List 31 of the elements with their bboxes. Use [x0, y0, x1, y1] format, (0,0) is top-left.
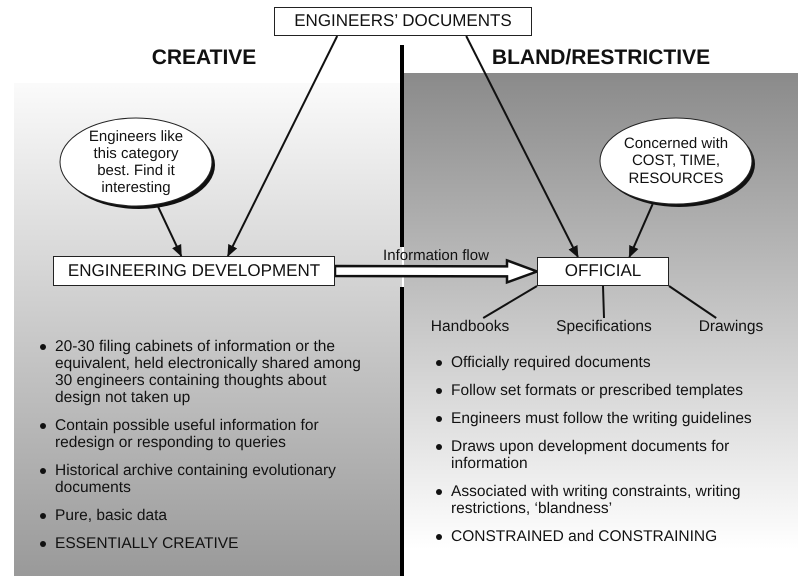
bullet-text: Engineers must follow the writing guidelines: [451, 410, 752, 427]
arrow: [156, 206, 182, 257]
section-heading: CREATIVE: [152, 46, 256, 70]
connector-line: [668, 285, 717, 319]
bullet-text: Pure, basic data: [55, 507, 168, 524]
bullet-text: Draws upon development documents for information: [451, 438, 730, 472]
edge-label: Information flow: [383, 247, 489, 264]
bullet-text: CONSTRAINED and CONSTRAINING: [451, 528, 718, 545]
callout-text: Concerned with COST, TIME, RESOURCES: [622, 135, 730, 187]
bullet-text: Historical archive containing evolutionary documents: [55, 462, 337, 496]
connector-line: [482, 285, 538, 319]
bullet-text: Officially required documents: [451, 354, 651, 371]
arrow: [465, 36, 579, 258]
category-label: Drawings: [694, 318, 768, 338]
arrow: [226, 36, 338, 257]
bullet-text: ESSENTIALLY CREATIVE: [55, 535, 238, 552]
bullet-text: Contain possible useful information for redesign or responding to queries: [55, 417, 320, 451]
bullet-text: 20-30 filing cabinets of information or the equivalent, held electronically shared among 30 engineers containing thoughts about design not taken up: [55, 338, 362, 406]
document-box: ENGINEERING DEVELOPMENT: [53, 256, 335, 286]
section-heading: BLAND/RESTRICTIVE: [492, 46, 710, 70]
callout-ellipse: [598, 116, 754, 206]
category-label: Specifications: [550, 318, 658, 338]
callout-ellipse: [58, 116, 214, 208]
connector-line: [602, 286, 605, 318]
bullet-text: Follow set formats or prescribed templates: [451, 382, 744, 399]
category-label: Handbooks: [426, 318, 514, 338]
bullet-text: Associated with writing constraints, writing restrictions, ‘blandness’: [451, 483, 742, 517]
callout-text: Engineers like this category best. Find it interesting: [88, 128, 184, 196]
document-box: ENGINEERS’ DOCUMENTS: [274, 7, 532, 36]
arrow: [628, 204, 654, 258]
document-box: OFFICIAL: [537, 257, 669, 286]
